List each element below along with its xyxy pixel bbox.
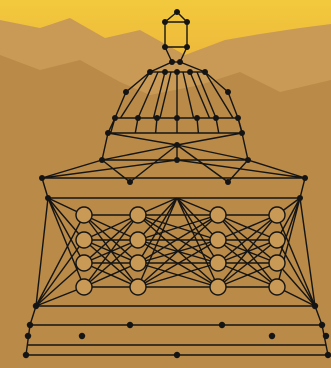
spire-node xyxy=(162,44,168,50)
neuron-node xyxy=(269,207,285,223)
dome-node xyxy=(187,69,193,75)
pediment-node xyxy=(174,157,180,163)
base-node xyxy=(323,333,329,339)
neuron-node xyxy=(130,232,146,248)
dome-node xyxy=(135,115,141,121)
base-node xyxy=(23,352,29,358)
base-node xyxy=(269,333,275,339)
pediment-node xyxy=(39,175,45,181)
spire-node xyxy=(162,19,168,25)
dome-node xyxy=(154,115,160,121)
dome-node xyxy=(235,115,241,121)
base-node xyxy=(174,352,180,358)
neuron-node xyxy=(130,255,146,271)
base-node xyxy=(127,322,133,328)
drum-node xyxy=(245,157,251,163)
spire-node xyxy=(184,19,190,25)
dome-node xyxy=(162,69,168,75)
dome-node xyxy=(174,115,180,121)
base-node xyxy=(219,322,225,328)
neuron-node xyxy=(76,232,92,248)
neuron-node xyxy=(269,232,285,248)
neuron-node xyxy=(269,255,285,271)
drum-node xyxy=(174,142,180,148)
dome-node xyxy=(123,89,129,95)
base-node xyxy=(319,322,325,328)
spire-node xyxy=(177,59,183,65)
dome-node xyxy=(112,115,118,121)
dome-node xyxy=(147,69,153,75)
neuron-node xyxy=(210,279,226,295)
neuron-node xyxy=(130,207,146,223)
base-node xyxy=(312,303,318,309)
base-node xyxy=(79,333,85,339)
base-node xyxy=(25,333,31,339)
drum-node xyxy=(105,130,111,136)
neuron-node xyxy=(269,279,285,295)
neuron-node xyxy=(210,255,226,271)
neuron-node xyxy=(210,207,226,223)
base-node xyxy=(325,352,331,358)
neuron-node xyxy=(76,279,92,295)
neuron-node xyxy=(76,207,92,223)
pediment-node xyxy=(297,195,303,201)
pediment-node xyxy=(127,179,133,185)
drum-node xyxy=(99,157,105,163)
spire-node xyxy=(184,44,190,50)
drum-node xyxy=(239,130,245,136)
spire-node xyxy=(174,9,180,15)
base-node xyxy=(27,322,33,328)
neuron-node xyxy=(210,232,226,248)
base-node xyxy=(33,303,39,309)
dome-node xyxy=(213,115,219,121)
pediment-node xyxy=(302,175,308,181)
dome-node xyxy=(194,115,200,121)
pediment-node xyxy=(45,195,51,201)
dome-node xyxy=(202,69,208,75)
pediment-node xyxy=(225,179,231,185)
neuron-node xyxy=(130,279,146,295)
dome-node xyxy=(225,89,231,95)
dome-node xyxy=(174,69,180,75)
neuron-node xyxy=(76,255,92,271)
spire-node xyxy=(169,59,175,65)
